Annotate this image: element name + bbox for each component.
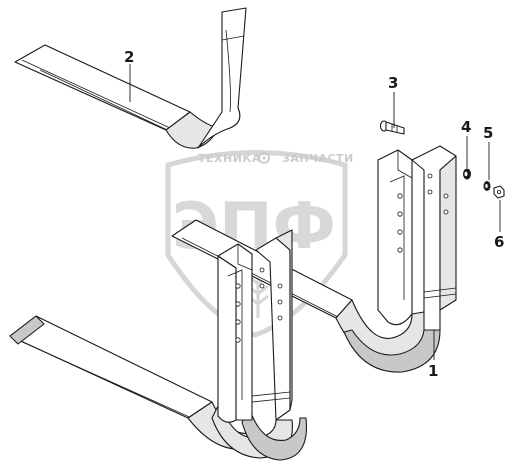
part-3-bolt [379, 120, 405, 135]
callout-5: 5 [483, 124, 493, 142]
watermark-text-right: ЗАПЧАСТИ [282, 152, 354, 165]
callout-4: 4 [461, 118, 471, 136]
watermark-gear-icon [258, 152, 270, 164]
watermark-text-left: ТЕХНИКА [198, 152, 261, 165]
part-6-nut [493, 185, 505, 199]
callout-leaders [129, 64, 501, 360]
part-5-lock-washer [483, 181, 491, 191]
callout-labels: 2 3 4 5 6 1 [124, 48, 504, 380]
callout-6: 6 [494, 233, 504, 251]
callout-1: 1 [428, 362, 438, 380]
part-1-bracket-assembly [9, 145, 457, 461]
part-4-washer [463, 168, 471, 180]
rear-bracket-holes [397, 173, 449, 253]
callout-3: 3 [388, 74, 398, 92]
front-bracket-holes [235, 267, 283, 343]
part-2-strip [14, 7, 247, 149]
callout-2: 2 [124, 48, 134, 66]
